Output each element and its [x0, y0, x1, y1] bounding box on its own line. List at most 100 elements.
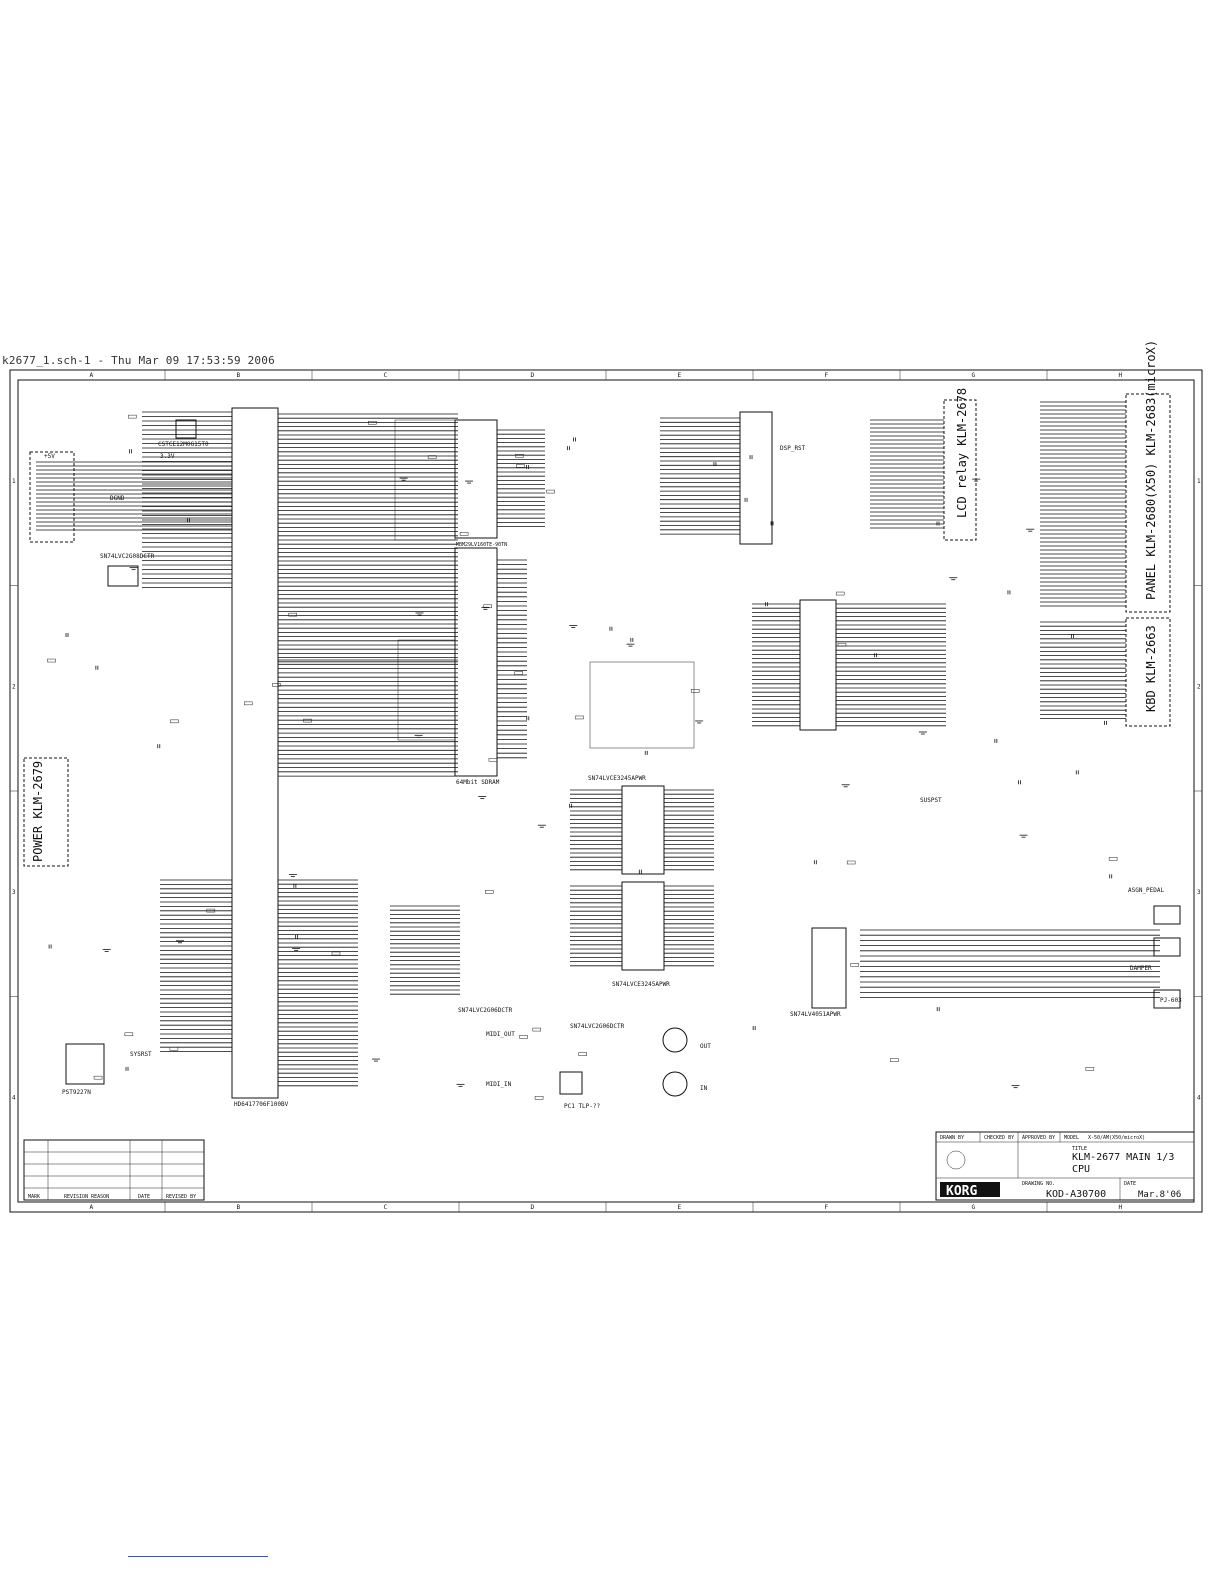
logic-ic-outline	[739, 411, 773, 545]
sdram-chip-outline	[454, 547, 498, 777]
row-label-2: 2	[1197, 683, 1201, 690]
adc-chip-label: SN74LV4051APWR	[790, 1011, 841, 1018]
resistor	[575, 715, 584, 720]
signal-damper: DAMPER	[1130, 965, 1152, 972]
column-label-D: D	[531, 372, 535, 379]
row-label-4: 4	[12, 1094, 16, 1101]
jack-2	[1153, 937, 1181, 957]
flash-chip-label: MBM29LV160TE-90TN	[456, 542, 507, 548]
midi-in-connector	[662, 1071, 688, 1097]
panel-box	[1125, 393, 1171, 613]
revision-table: MARK REVISION REASON DATE REVISED BY	[23, 1139, 205, 1201]
resistor	[850, 963, 859, 967]
column-label-F: F	[825, 1204, 829, 1211]
resistor	[578, 1052, 587, 1056]
model-value: X-50/AM(X50/microX)	[1088, 1135, 1145, 1141]
panel-label: PANEL KLM-2680(X50) KLM-2683(microX)	[1144, 340, 1158, 600]
row-label-1: 1	[1197, 478, 1201, 485]
column-label-A: A	[90, 372, 94, 379]
resistor	[244, 701, 253, 706]
resistor	[483, 604, 492, 609]
reset-chip-label: PST9227N	[62, 1089, 91, 1096]
power-label: POWER KLM-2679	[31, 761, 45, 862]
column-label-H: H	[1119, 1204, 1123, 1211]
osc-label: CSTCE12M0G15T0	[158, 441, 209, 448]
row-label-1: 1	[12, 478, 16, 485]
rev-header-date: DATE	[138, 1194, 150, 1200]
date-label: DATE	[1124, 1181, 1136, 1187]
footer-link-underline	[128, 1556, 268, 1557]
resistor	[368, 420, 377, 425]
resistor	[835, 591, 845, 596]
column-label-H: H	[1119, 372, 1123, 379]
resistor	[1108, 857, 1118, 861]
korg-brand: KORG	[946, 1184, 977, 1199]
resistor	[128, 414, 137, 419]
column-label-G: G	[972, 372, 976, 379]
resistor	[690, 689, 700, 693]
signal-suspst: SUSPST	[920, 797, 942, 804]
power-box	[23, 757, 69, 867]
resistor	[546, 489, 555, 494]
signal-5v: +5V	[44, 453, 55, 460]
drawn-by-label: DRAWN BY	[940, 1135, 964, 1141]
column-label-A: A	[90, 1204, 94, 1211]
resistor	[47, 658, 56, 663]
resistor	[124, 1032, 134, 1037]
drawing-no: KOD-A30700	[1046, 1189, 1106, 1200]
bus-buffer-1-outline	[621, 785, 665, 875]
signal-sysrst: SYSRST	[130, 1051, 152, 1058]
usb-ic-label: SN74LVC2G08DCTR	[100, 553, 155, 560]
resistor	[514, 671, 523, 675]
resistor	[534, 1096, 544, 1100]
drawing-no-label: DRAWING NO.	[1022, 1181, 1055, 1187]
wiring	[36, 401, 1160, 1100]
signal-midi-out: MIDI_OUT	[486, 1031, 515, 1038]
midi-buf-2-label: SN74LVC2G06DCTR	[570, 1023, 625, 1030]
resistor	[169, 1047, 179, 1051]
title-label: TITLE	[1072, 1146, 1087, 1152]
jtag-connector-box	[29, 451, 75, 543]
lcd-relay-label: LCD relay KLM-2678	[955, 388, 969, 518]
kbd-label: KBD KLM-2663	[1144, 625, 1158, 712]
row-label-4: 4	[1197, 1094, 1201, 1101]
resistor	[459, 532, 469, 536]
title-line-1: KLM-2677 MAIN 1/3	[1072, 1152, 1174, 1163]
jack-3	[1153, 989, 1181, 1009]
column-label-C: C	[384, 372, 388, 379]
file-stamp: k2677_1.sch-1 - Thu Mar 09 17:53:59 2006	[2, 354, 275, 367]
resistor	[93, 1075, 103, 1080]
korg-logo-box	[940, 1182, 1000, 1197]
checked-by-label: CHECKED BY	[984, 1135, 1014, 1141]
resistor	[427, 455, 437, 459]
rev-header-reason: REVISION REASON	[64, 1194, 109, 1200]
signal-midi-in: MIDI_IN	[486, 1081, 512, 1088]
signal-pj603: PJ-603	[1160, 997, 1182, 1004]
column-label-B: B	[237, 1204, 241, 1211]
row-label-2: 2	[12, 683, 16, 690]
row-label-3: 3	[1197, 889, 1201, 896]
resistor	[516, 464, 525, 468]
outer-frame	[9, 369, 1203, 1213]
midi-buf-1-label: SN74LVC2G06DCTR	[458, 1007, 513, 1014]
approved-by-label: APPROVED BY	[1022, 1135, 1055, 1141]
resistor	[170, 719, 179, 724]
resistor	[288, 612, 297, 617]
resistor	[331, 951, 341, 956]
bus-buffer-1-label: SN74LVCE3245APWR	[588, 775, 646, 782]
resistor	[846, 860, 856, 865]
reset-chip-outline	[65, 1043, 105, 1085]
resistor	[206, 908, 216, 913]
title-line-2: CPU	[1072, 1164, 1090, 1175]
flash-left-block	[394, 419, 456, 541]
sdram-left-block	[397, 639, 456, 741]
title-block: DRAWN BY CHECKED BY APPROVED BY MODEL X-…	[935, 1131, 1195, 1201]
rev-header-mark: MARK	[28, 1194, 40, 1200]
column-label-E: E	[678, 1204, 682, 1211]
cpu-chip-label: HD6417706F100BV	[234, 1101, 289, 1108]
cpu-chip-outline	[231, 407, 279, 1099]
